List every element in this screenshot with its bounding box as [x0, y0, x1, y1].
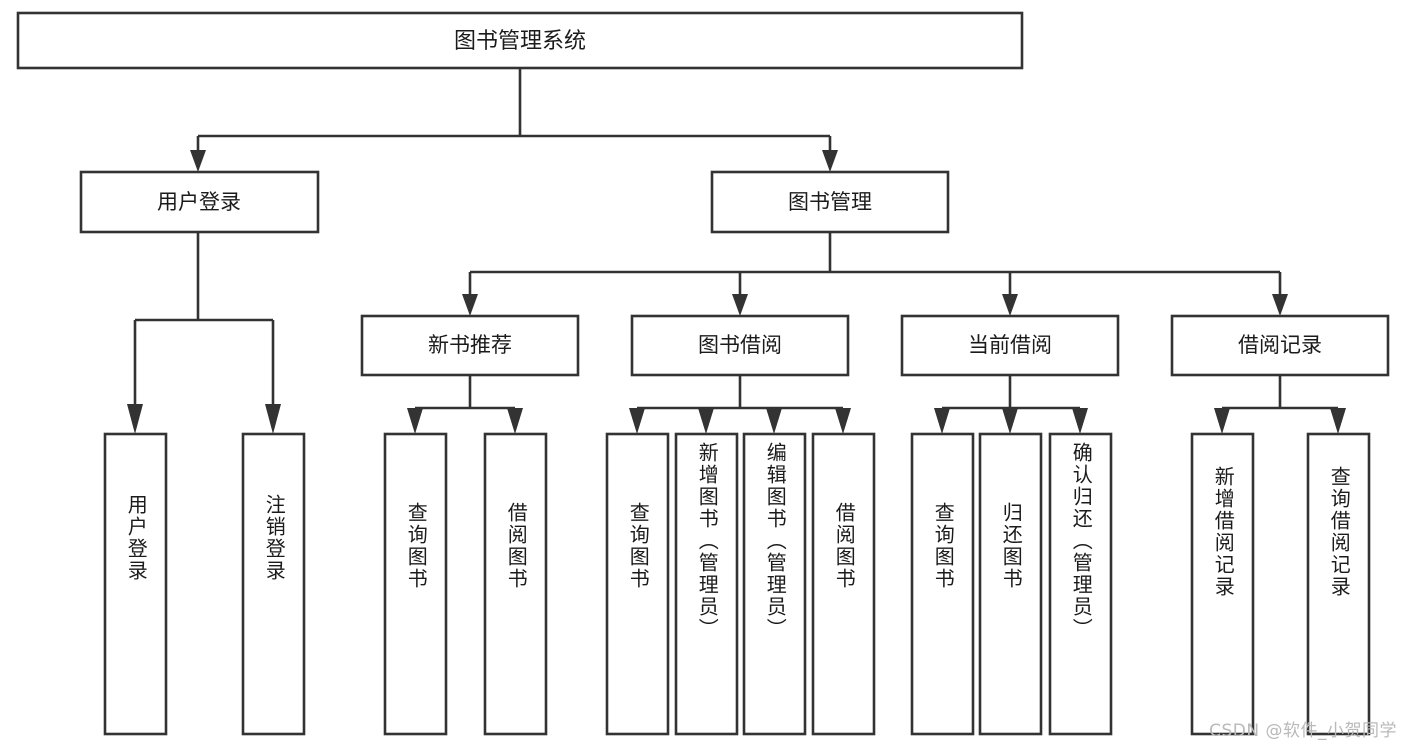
- node-new-book-recommend-box[interactable]: [360, 314, 580, 377]
- arrow-head-leaf-borrow-book-2: [835, 408, 851, 434]
- node-leaf-borrow-book-1-box[interactable]: [483, 432, 548, 736]
- node-leaf-return-book-box[interactable]: [978, 432, 1043, 736]
- node-book-manage[interactable]: 图书管理: [710, 170, 950, 234]
- node-user-login[interactable]: 用户登录: [79, 170, 320, 234]
- arrow-head-leaf-edit-book: [766, 408, 782, 434]
- node-root-label: 图书管理系统: [454, 29, 586, 54]
- arrow-head-leaf-borrow-book-1: [507, 408, 523, 434]
- arrow-head-leaf-query-book-2: [629, 408, 645, 434]
- node-book-borrow[interactable]: 图书借阅: [630, 314, 850, 377]
- node-user-login-label: 用户登录: [157, 190, 241, 214]
- arrow-head-leaf-confirm-return: [1072, 408, 1088, 434]
- arrow-head-leaf-query-record: [1330, 408, 1346, 434]
- arrow-head-leaf-add-record: [1214, 408, 1230, 434]
- arrow-head-leaf-user-logout: [265, 404, 281, 434]
- node-current-borrow-label: 当前借阅: [968, 333, 1052, 357]
- node-leaf-user-login-box[interactable]: [103, 432, 168, 736]
- node-leaf-borrow-book-2-box[interactable]: [811, 432, 876, 736]
- node-leaf-query-record-box[interactable]: [1306, 432, 1371, 736]
- node-leaf-edit-book-box[interactable]: [742, 432, 807, 736]
- node-book-manage-box[interactable]: [710, 170, 950, 234]
- node-borrow-record-label: 借阅记录: [1238, 333, 1322, 357]
- node-borrow-record-box[interactable]: [1170, 314, 1390, 377]
- arrow-head-new-book-recommend: [462, 294, 478, 316]
- node-book-manage-label: 图书管理: [788, 190, 872, 214]
- arrow-head-book-borrow: [732, 294, 748, 316]
- node-leaf-query-book-1-box[interactable]: [383, 432, 448, 736]
- arrow-head-leaf-return-book: [1002, 408, 1018, 434]
- arrow-head-current-borrow: [1002, 294, 1018, 316]
- node-new-book-recommend-label: 新书推荐: [428, 333, 512, 357]
- arrow-head-leaf-query-book-1: [407, 408, 423, 434]
- node-leaf-add-book-box[interactable]: [674, 432, 739, 736]
- node-leaf-user-logout-box[interactable]: [241, 432, 306, 736]
- node-user-login-box[interactable]: [79, 170, 320, 234]
- node-current-borrow-box[interactable]: [900, 314, 1120, 377]
- node-new-book-recommend[interactable]: 新书推荐: [360, 314, 580, 377]
- node-book-borrow-box[interactable]: [630, 314, 850, 377]
- arrow-head-book-manage: [822, 150, 838, 172]
- node-root-box[interactable]: [16, 11, 1024, 70]
- node-book-borrow-label: 图书借阅: [698, 333, 782, 357]
- node-leaf-confirm-return-box[interactable]: [1048, 432, 1113, 736]
- node-leaf-query-book-3-box[interactable]: [910, 432, 975, 736]
- node-borrow-record[interactable]: 借阅记录: [1170, 314, 1390, 377]
- arrow-head-leaf-user-login: [127, 404, 143, 434]
- arrow-head-leaf-query-book-3: [934, 408, 950, 434]
- leaf-node-group: [103, 432, 1371, 736]
- node-root[interactable]: 图书管理系统: [16, 11, 1024, 70]
- arrow-head-user-login: [190, 150, 206, 172]
- connector-group: [127, 68, 1346, 434]
- node-current-borrow[interactable]: 当前借阅: [900, 314, 1120, 377]
- arrow-head-borrow-record: [1272, 294, 1288, 316]
- node-leaf-add-record-box[interactable]: [1190, 432, 1255, 736]
- arrow-head-leaf-add-book: [698, 408, 714, 434]
- node-leaf-query-book-2-box[interactable]: [605, 432, 670, 736]
